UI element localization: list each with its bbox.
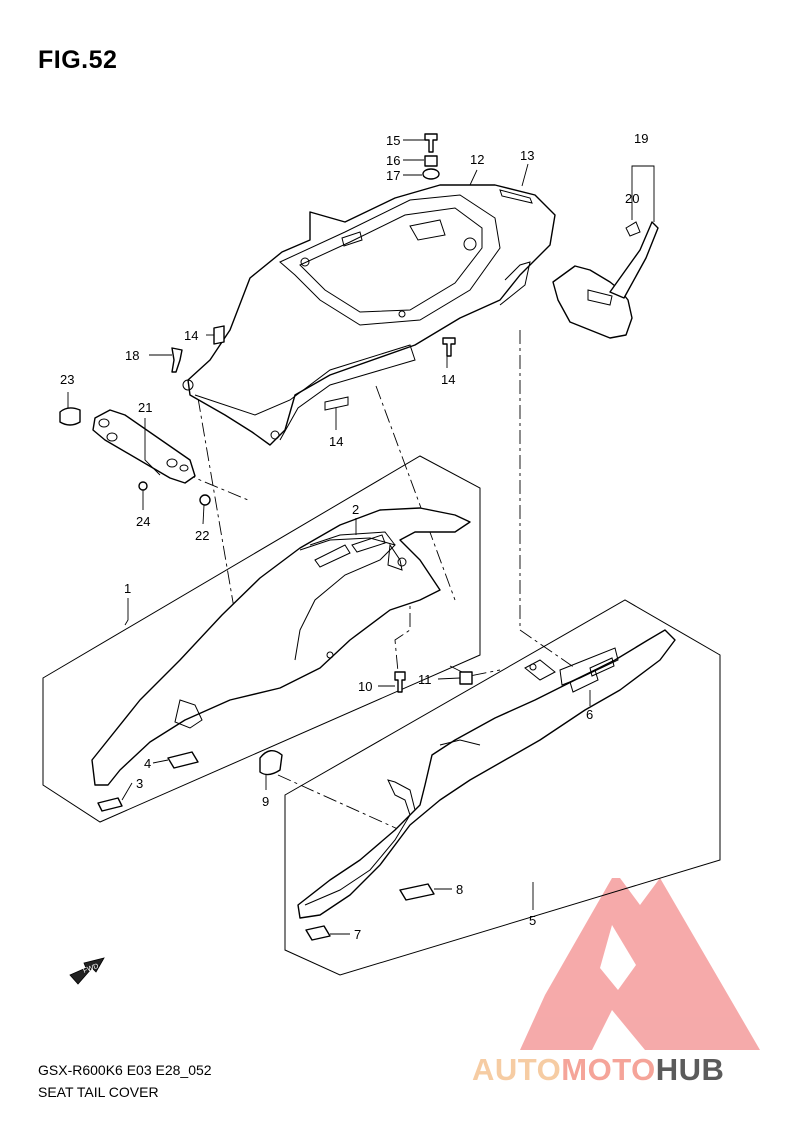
callout-24: 23 [60, 372, 74, 387]
callout-15-text: 14 [441, 372, 455, 387]
frame-left-cover [42, 455, 481, 823]
tail-bracket [552, 221, 659, 339]
grommet-18 [422, 168, 440, 180]
grommet-9 [259, 750, 283, 776]
sticker-8 [399, 883, 435, 901]
centerline-6 [449, 665, 501, 677]
callout-16: 15 [386, 133, 400, 148]
nut-17 [424, 155, 438, 167]
callout-23: 22 [195, 528, 209, 543]
sticker-7 [305, 925, 331, 941]
callout-1: 1 [124, 581, 131, 596]
tag-14a [213, 325, 225, 345]
callout-13: 13 [520, 148, 534, 163]
stickers [97, 751, 435, 941]
watermark-hub: HUB [656, 1052, 725, 1087]
leader-lines [67, 139, 655, 935]
centerline-5 [277, 774, 401, 831]
bolt-19 [171, 347, 183, 373]
rear-plate [59, 407, 211, 506]
callout-12: 12 [470, 152, 484, 167]
callout-17: 16 [386, 153, 400, 168]
svg-text:AUTOMOTOHUB: AUTOMOTOHUB [472, 1052, 724, 1087]
left-seat-cover [91, 507, 471, 786]
callout-3: 3 [136, 776, 143, 791]
callout-2: 2 [352, 502, 359, 517]
callout-14a: 14 [184, 328, 198, 343]
screw-10 [394, 671, 406, 693]
callout-11: 11 [418, 672, 432, 687]
watermark-moto: MOTO [561, 1052, 655, 1087]
callout-6: 6 [586, 707, 593, 722]
frame-right-cover [284, 599, 721, 976]
callout-25: 24 [136, 514, 150, 529]
model-code: GSX-R600K6 E03 E28_052 [38, 1062, 212, 1078]
figure-caption: SEAT TAIL COVER [38, 1084, 159, 1100]
callout-9: 9 [262, 794, 269, 809]
watermark-auto: AUTO [472, 1052, 561, 1087]
fwd-arrow: FWD [69, 957, 105, 985]
callout-14b: 14 [329, 434, 343, 449]
centerline-4 [394, 588, 411, 673]
seat-tail-cover [182, 184, 556, 446]
right-seat-cover [297, 629, 676, 919]
callout-18: 17 [386, 168, 400, 183]
callout-20: 19 [634, 131, 648, 146]
centerline-2 [375, 385, 456, 601]
watermark-triangle [520, 878, 760, 1050]
figure-title: FIG.52 [38, 46, 118, 74]
fasteners [171, 133, 473, 776]
nut-11 [459, 671, 473, 685]
sticker-3 [97, 797, 123, 812]
callout-22: 21 [138, 400, 152, 415]
bolt-15 [442, 337, 456, 357]
screw-16 [424, 133, 438, 153]
callout-7: 7 [354, 927, 361, 942]
centerline-3 [519, 330, 576, 669]
callout-labels: 15 16 17 12 13 19 20 14 18 14 23 21 24 2… [60, 131, 648, 942]
watermark-logo: AUTOMOTOHUB [472, 878, 760, 1087]
callout-19: 18 [125, 348, 139, 363]
callout-8: 8 [456, 882, 463, 897]
centerline-7 [159, 459, 249, 501]
sticker-4 [167, 751, 199, 769]
callout-5: 5 [529, 913, 536, 928]
callout-21: 20 [625, 191, 639, 206]
callout-10: 10 [358, 679, 372, 694]
callout-4: 4 [144, 756, 151, 771]
